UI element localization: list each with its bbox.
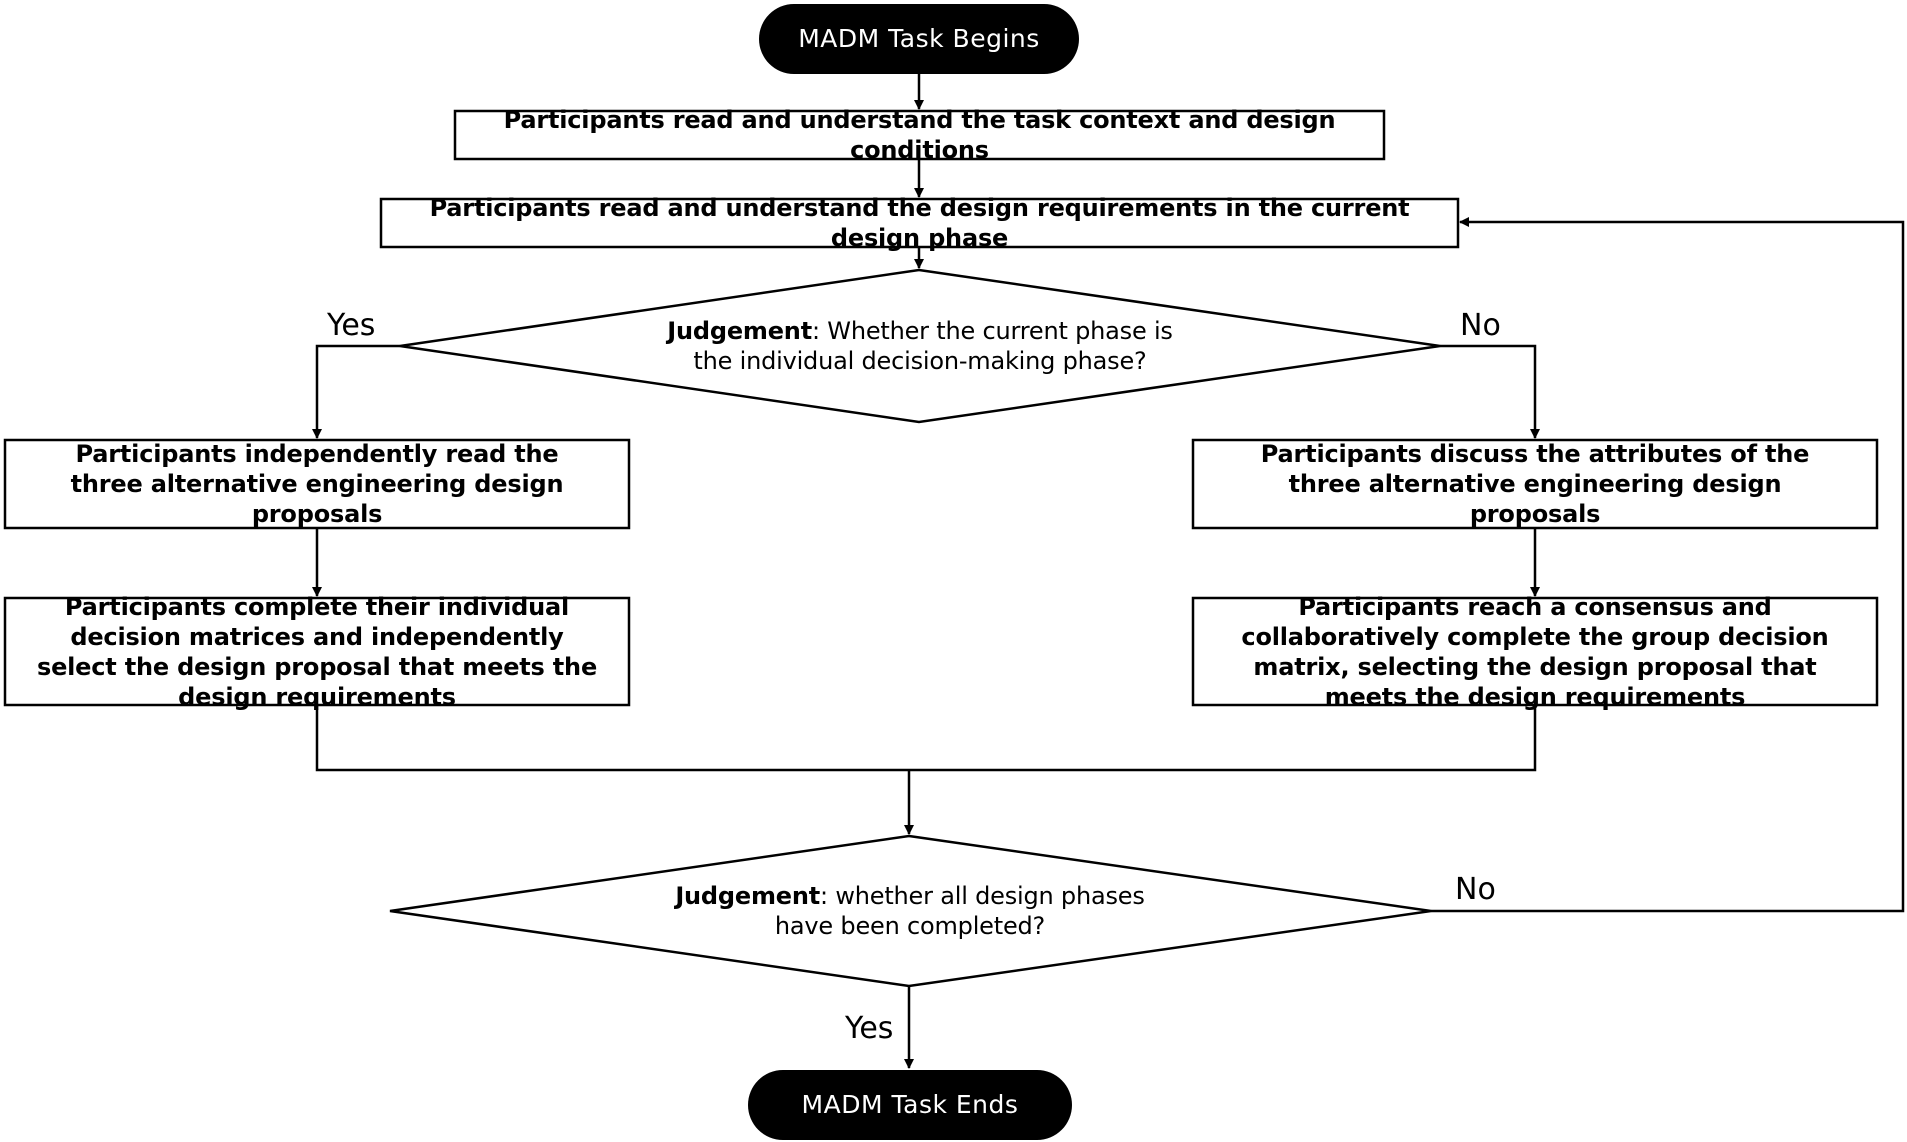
- decision-complete-label: Judgement: whether all design phases hav…: [660, 881, 1160, 941]
- step-context-label: Participants read and understand the tas…: [503, 106, 1336, 164]
- step-requirements-label: Participants read and understand the des…: [429, 194, 1410, 252]
- decision-phase-diamond: [399, 268, 1441, 424]
- group-discuss-box: [1191, 438, 1879, 530]
- decision-complete-keyword: Judgement: [675, 882, 821, 910]
- start-terminal: MADM Task Begins: [798, 24, 1040, 53]
- individual-matrix-label: Participants complete their individual d…: [36, 592, 598, 711]
- end-terminal-shape: [748, 1070, 1072, 1140]
- arrow-no-loop-back: [1431, 217, 1905, 913]
- decision-phase-label: Judgement: Whether the current phase is …: [660, 316, 1180, 376]
- arrow-yes-to-individual-read: [312, 344, 400, 439]
- group-matrix-label: Participants reach a consensus and colla…: [1241, 592, 1829, 711]
- decision-complete-question: : whether all design phases have been co…: [774, 882, 1145, 940]
- step-requirements-box: [379, 197, 1460, 249]
- start-terminal-shape: [759, 4, 1079, 74]
- individual-matrix-box: [3, 596, 631, 707]
- edge-label-yes-phase: Yes: [327, 308, 376, 343]
- edge-label-no-phase: No: [1460, 308, 1501, 343]
- individual-read-label: Participants independently read the thre…: [70, 440, 564, 528]
- individual-read-box: [3, 438, 631, 530]
- end-terminal: MADM Task Ends: [801, 1090, 1019, 1119]
- edge-label-no-complete: No: [1455, 872, 1496, 907]
- decision-phase-question: : Whether the current phase is the indiv…: [693, 317, 1173, 375]
- arrow-no-to-group-discuss: [1440, 344, 1540, 439]
- edge-label-yes-complete: Yes: [845, 1011, 894, 1046]
- step-context-box: [453, 109, 1386, 161]
- decision-phase-keyword: Judgement: [667, 317, 812, 345]
- group-discuss-label: Participants discuss the attributes of t…: [1260, 440, 1810, 528]
- group-matrix-box: [1191, 596, 1879, 707]
- merge-line: [315, 705, 1537, 772]
